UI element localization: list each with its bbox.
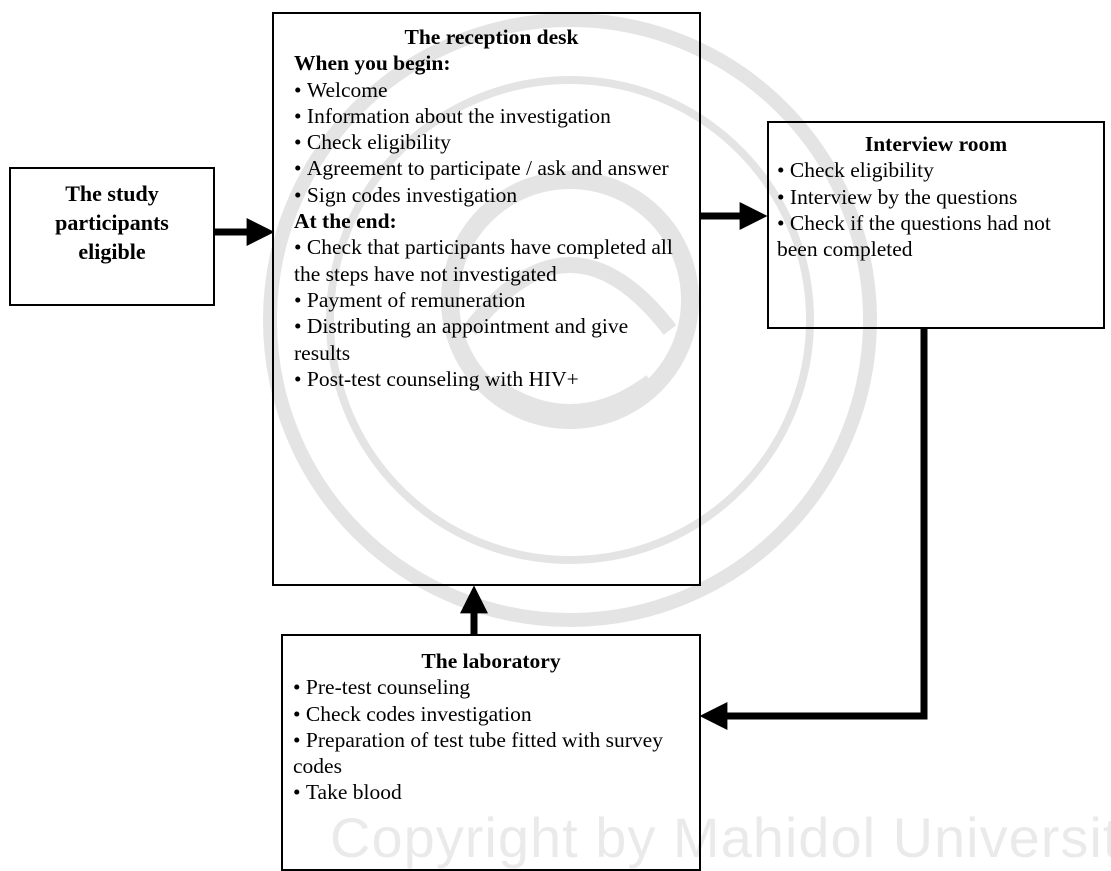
participants-line: participants	[55, 210, 169, 235]
begin-section-title: When you begin:	[294, 51, 451, 76]
participants-line: The study	[65, 181, 159, 206]
laboratory-item: Check codes investigation	[293, 701, 689, 727]
interview-item: Interview by the questions	[777, 184, 1095, 210]
arrow-interview-to-laboratory	[699, 329, 928, 730]
interview-item: Check if the questions had not been comp…	[777, 210, 1095, 263]
begin-item: Information about the investigation	[294, 103, 689, 129]
begin-item: Check eligibility	[294, 129, 689, 155]
end-section-title: At the end:	[294, 209, 397, 234]
laboratory-item: Pre-test counseling	[293, 674, 689, 700]
interview-room-box: Interview room Check eligibility Intervi…	[767, 121, 1105, 329]
begin-item: Welcome	[294, 77, 689, 103]
participants-box: The study participants eligible	[9, 167, 215, 306]
end-item: Check that participants have completed a…	[294, 234, 689, 287]
laboratory-item: Take blood	[293, 779, 689, 805]
end-item: Post-test counseling with HIV+	[294, 366, 689, 392]
participants-line: eligible	[78, 239, 146, 264]
interview-title: Interview room	[864, 132, 1008, 156]
begin-item: Sign codes investigation	[294, 182, 689, 208]
interview-item: Check eligibility	[777, 157, 1095, 183]
laboratory-title: The laboratory	[421, 649, 561, 673]
end-item: Distributing an appointment and give res…	[294, 313, 689, 366]
laboratory-box: The laboratory Pre-test counseling Check…	[281, 634, 701, 871]
end-item: Payment of remuneration	[294, 287, 689, 313]
begin-item: Agreement to participate / ask and answe…	[294, 155, 689, 181]
reception-title: The reception desk	[404, 25, 579, 49]
laboratory-item: Preparation of test tube fitted with sur…	[293, 727, 689, 780]
reception-desk-box: The reception desk When you begin: Welco…	[272, 12, 701, 586]
